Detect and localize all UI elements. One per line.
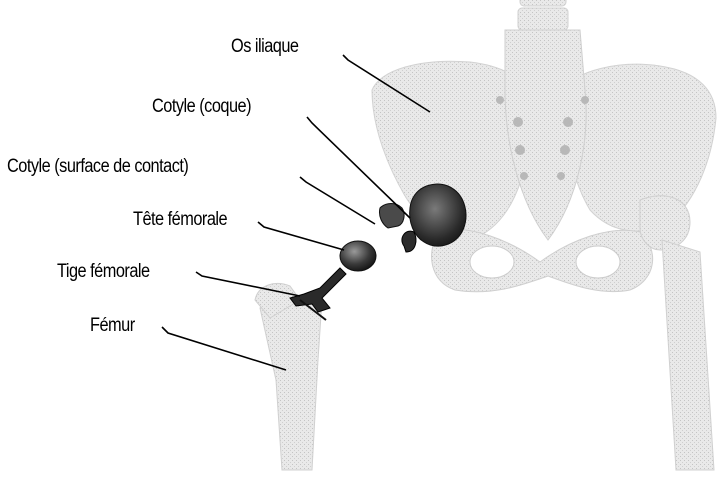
- left-obturator-foramen: [470, 246, 514, 278]
- label-cotyle-coque: Cotyle (coque): [152, 97, 251, 116]
- femoral-head-implant: [340, 241, 376, 271]
- label-os-iliaque: Os iliaque: [231, 37, 299, 56]
- label-cotyle-surface-contact: Cotyle (surface de contact): [7, 157, 188, 176]
- label-tete-femorale: Tête fémorale: [133, 210, 227, 229]
- right-femur-shaft: [662, 240, 714, 470]
- vertebra: [518, 8, 568, 30]
- shell-rim: [402, 231, 416, 252]
- sacrum: [505, 30, 586, 240]
- right-obturator-foramen: [576, 246, 620, 278]
- label-tige-femorale: Tige fémorale: [57, 262, 150, 281]
- femoral-stem: [290, 268, 346, 312]
- label-femur: Fémur: [90, 316, 135, 335]
- acetabular-shell: [410, 184, 466, 246]
- acetabular-liner: [379, 204, 404, 229]
- leader-tete-femorale: [258, 222, 344, 250]
- left-femur-shaft: [260, 296, 322, 470]
- leader-cotyle-surface: [300, 177, 375, 224]
- vertebra: [520, 0, 566, 6]
